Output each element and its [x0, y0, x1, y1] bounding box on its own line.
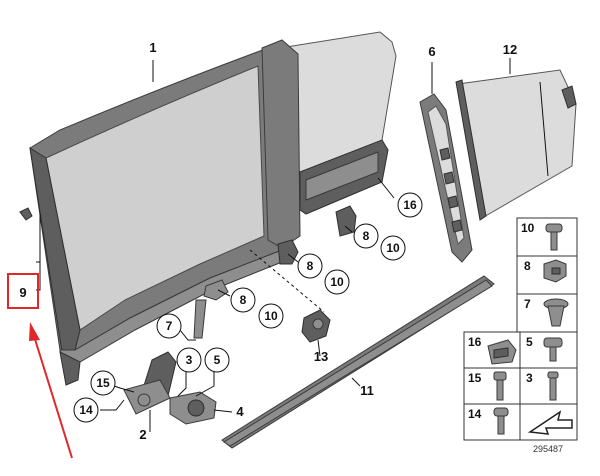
callout-9: 9: [19, 285, 26, 300]
legend-clip-7: [543, 298, 569, 327]
part-rear-frame: [261, 31, 397, 249]
highlight-arrow-head: [29, 322, 40, 341]
legend-bolt-15: [493, 371, 507, 401]
callout-2: 2: [139, 427, 146, 442]
callout-13: 13: [314, 349, 328, 364]
callout-11: 11: [360, 383, 374, 398]
legend-expanding-nut-8: [543, 259, 567, 283]
callout-8-b: 8: [307, 259, 314, 273]
legend-bracket-16: [487, 339, 517, 365]
callout-10-a: 10: [386, 241, 400, 255]
legend-label-5: 5: [526, 335, 533, 349]
highlight-arrow-line: [33, 335, 73, 459]
legend-screw-14: [493, 407, 509, 435]
callout-10-b: 10: [330, 275, 344, 289]
callouts-circled: 16 8 10 8 10 8 10 7 3 5 15 14: [73, 192, 423, 423]
callout-8-c: 8: [240, 293, 247, 307]
callout-12: 12: [503, 42, 517, 57]
callout-4: 4: [236, 404, 244, 419]
callouts-plain: 1 6 12 9 2 4 11 13: [19, 40, 517, 442]
document-id: 295487: [533, 444, 563, 454]
legend-label-10: 10: [521, 221, 535, 235]
legend-label-3: 3: [526, 371, 533, 385]
legend-label-14: 14: [468, 407, 482, 421]
highlight-callout-9: [7, 273, 73, 459]
part-13-clip: [301, 309, 331, 343]
callout-16: 16: [403, 198, 417, 212]
callout-10-c: 10: [264, 309, 278, 323]
part-11-seal-strip: [221, 275, 495, 449]
legend-stud-3: [547, 371, 559, 401]
part-12-quarter-glass: [455, 69, 577, 221]
callout-5: 5: [214, 353, 221, 367]
legend-screw-5: [543, 337, 563, 362]
leader-lines: [36, 58, 511, 432]
highlight-box: [7, 273, 39, 309]
part-6-guide-rail: [419, 93, 473, 263]
legend-label-7: 7: [524, 297, 531, 311]
fastener-legend: 10 8 7 16 5 15 3 14: [463, 217, 578, 454]
legend-label-8: 8: [524, 259, 531, 273]
callout-7: 7: [166, 319, 173, 333]
callout-1: 1: [149, 40, 156, 55]
legend-screw-10: [545, 223, 563, 251]
callout-14: 14: [79, 403, 93, 417]
part-2-regulator: [123, 351, 177, 415]
part-4-regulator-motor: [169, 391, 217, 425]
callout-6: 6: [428, 44, 435, 59]
legend-label-16: 16: [468, 335, 482, 349]
legend-label-15: 15: [468, 371, 482, 385]
callout-3: 3: [186, 353, 193, 367]
callout-15: 15: [96, 376, 110, 390]
callout-8-a: 8: [363, 229, 370, 243]
part-1-door-glass: [29, 47, 283, 386]
legend-direction-arrow: [527, 410, 573, 435]
